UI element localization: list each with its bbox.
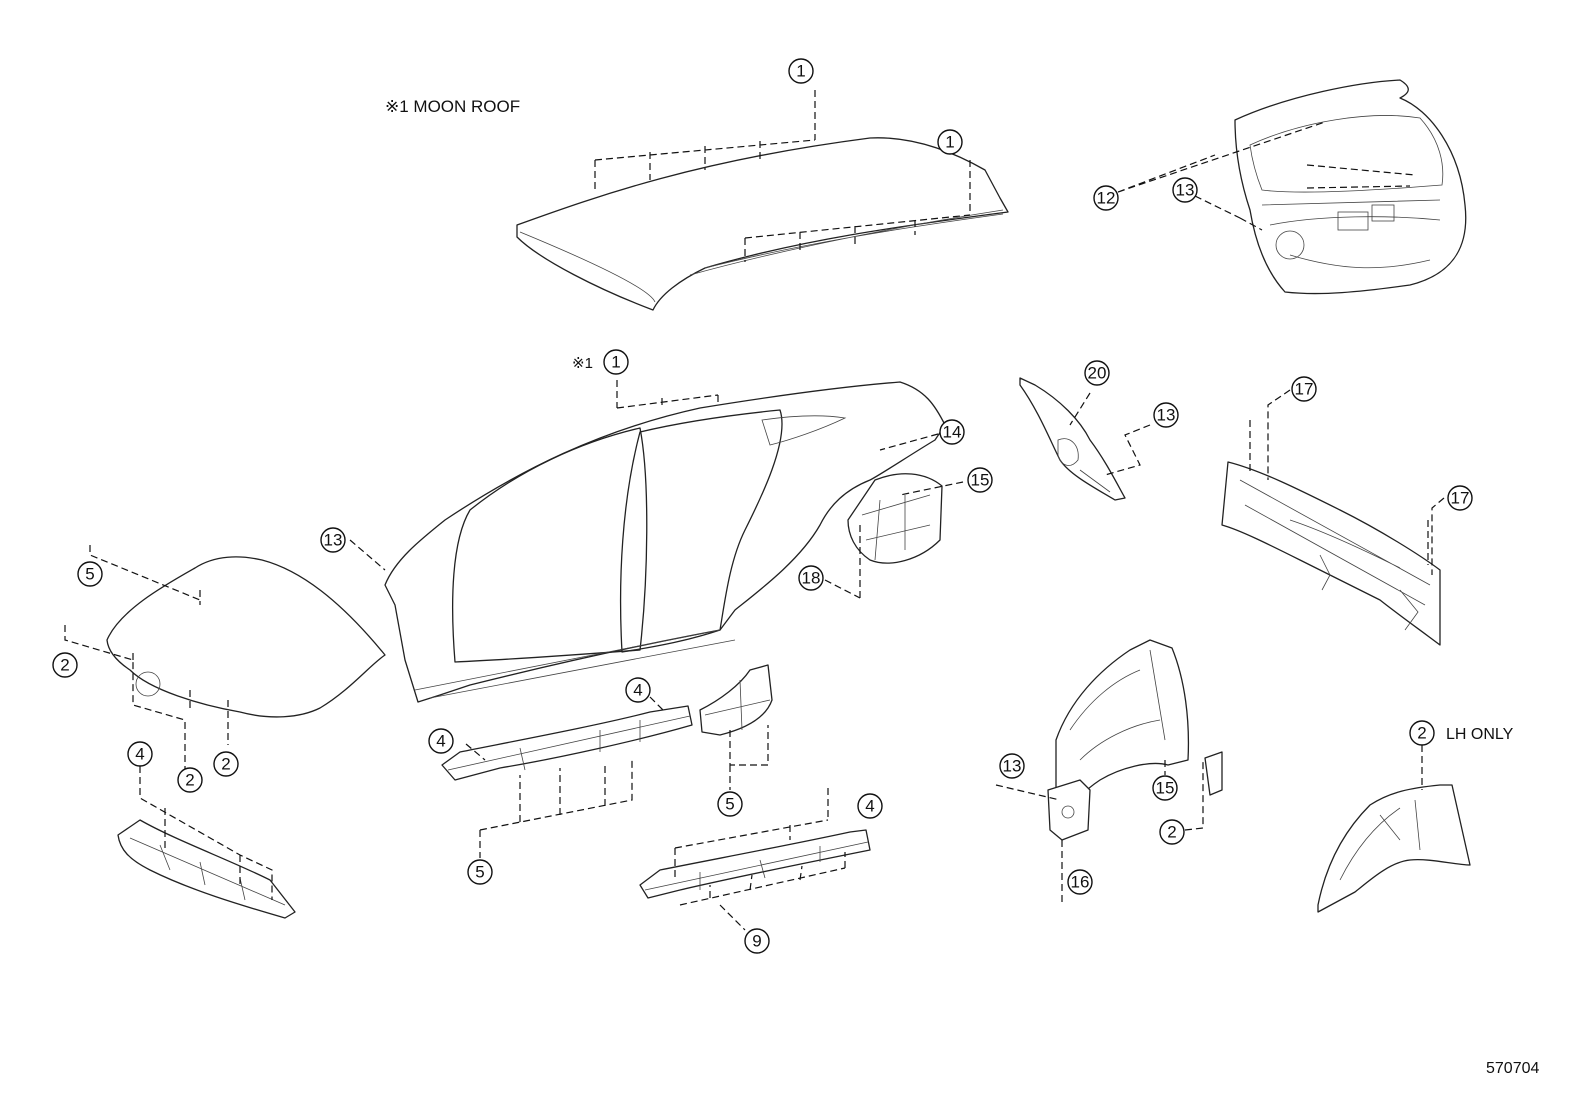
callout-1-roof-side: 1: [937, 129, 963, 155]
svg-text:17: 17: [1295, 380, 1314, 399]
callout-15-body: 15: [967, 467, 993, 493]
callout-2-apron: 2: [1159, 819, 1185, 845]
callout-2-hood-left: 2: [52, 652, 78, 678]
callout-4-floor: 4: [857, 793, 883, 819]
callout-13-apron: 13: [999, 753, 1025, 779]
cowl-panel: [117, 819, 296, 919]
pillar-leaders: [729, 725, 769, 790]
marker-note: ※1: [572, 355, 593, 372]
callout-15-apron: 15: [1152, 775, 1178, 801]
svg-text:13: 13: [1176, 181, 1195, 200]
callout-5-pillar: 5: [717, 791, 743, 817]
quarter-inner-panel: [1019, 377, 1126, 501]
callout-17-right: 17: [1447, 485, 1473, 511]
svg-text:13: 13: [1003, 757, 1022, 776]
svg-text:2: 2: [185, 771, 194, 790]
svg-text:5: 5: [85, 565, 94, 584]
svg-text:15: 15: [971, 471, 990, 490]
moon-roof-note: ※1 MOON ROOF: [385, 97, 520, 116]
callout-2-hood-right: 2: [213, 751, 239, 777]
svg-text:5: 5: [725, 795, 734, 814]
lh-only-label: LH ONLY: [1446, 726, 1514, 743]
svg-text:4: 4: [633, 681, 642, 700]
svg-text:12: 12: [1097, 189, 1116, 208]
quarter-inner-leaders: [1069, 392, 1151, 476]
svg-text:2: 2: [1417, 724, 1426, 743]
svg-text:18: 18: [802, 569, 821, 588]
callout-16: 16: [1067, 869, 1093, 895]
front-apron-wheelhouse: [1047, 639, 1223, 841]
svg-text:1: 1: [796, 62, 805, 81]
callout-1-body-side: 1: [603, 349, 629, 375]
rocker-leaders: [465, 696, 666, 858]
callout-2-lh-only: 2: [1409, 720, 1435, 746]
svg-text:2: 2: [60, 656, 69, 675]
svg-text:4: 4: [865, 797, 874, 816]
hood-panel: [106, 556, 386, 718]
callout-5-rocker: 5: [467, 859, 493, 885]
callout-18: 18: [798, 565, 824, 591]
body-side-outer-panel: [384, 381, 946, 703]
cowl-leaders: [139, 766, 273, 900]
back-door-panel: [1234, 79, 1467, 295]
floor-side-member: [639, 829, 871, 899]
svg-text:9: 9: [752, 932, 761, 951]
apron-leaders: [995, 760, 1204, 905]
svg-text:13: 13: [1157, 406, 1176, 425]
svg-text:13: 13: [324, 531, 343, 550]
svg-text:1: 1: [611, 353, 620, 372]
svg-text:4: 4: [135, 745, 144, 764]
svg-text:1: 1: [945, 133, 954, 152]
callout-13-body: 13: [320, 527, 346, 553]
callout-2-hood-mid: 2: [177, 767, 203, 793]
callout-13-quarter-inner: 13: [1153, 402, 1179, 428]
callout-1-roof-top: 1: [788, 58, 814, 84]
callout-4-rocker-left: 4: [428, 728, 454, 754]
callout-12: 12: [1093, 185, 1119, 211]
rear-wheelhouse-lh: [1317, 784, 1471, 913]
callout-20: 20: [1084, 360, 1110, 386]
callout-4-cowl: 4: [127, 741, 153, 767]
svg-text:14: 14: [943, 423, 962, 442]
roof-panel: [516, 137, 1009, 311]
back-panel: [1221, 461, 1441, 646]
roof-panel-leaders: [594, 90, 971, 262]
callout-14: 14: [939, 419, 965, 445]
callout-5-hood: 5: [77, 561, 103, 587]
callout-9: 9: [744, 928, 770, 954]
callout-4-rocker-right: 4: [625, 677, 651, 703]
body-side-leaders: [349, 380, 964, 599]
back-panel-leaders: [1249, 389, 1445, 575]
svg-text:15: 15: [1156, 779, 1175, 798]
figure-id: 570704: [1486, 1060, 1539, 1077]
rocker-outer-reinforcement: [441, 705, 693, 781]
back-door-leaders: [1117, 121, 1416, 231]
svg-text:20: 20: [1088, 364, 1107, 383]
callout-13-back-door: 13: [1172, 177, 1198, 203]
svg-text:4: 4: [436, 732, 445, 751]
hood-leaders: [64, 545, 229, 770]
svg-text:5: 5: [475, 863, 484, 882]
svg-text:17: 17: [1451, 489, 1470, 508]
floor-leaders: [674, 788, 846, 931]
callout-17-top: 17: [1291, 376, 1317, 402]
center-pillar-reinforcement: [699, 664, 773, 736]
svg-text:16: 16: [1071, 873, 1090, 892]
svg-text:2: 2: [1167, 823, 1176, 842]
svg-text:2: 2: [221, 755, 230, 774]
